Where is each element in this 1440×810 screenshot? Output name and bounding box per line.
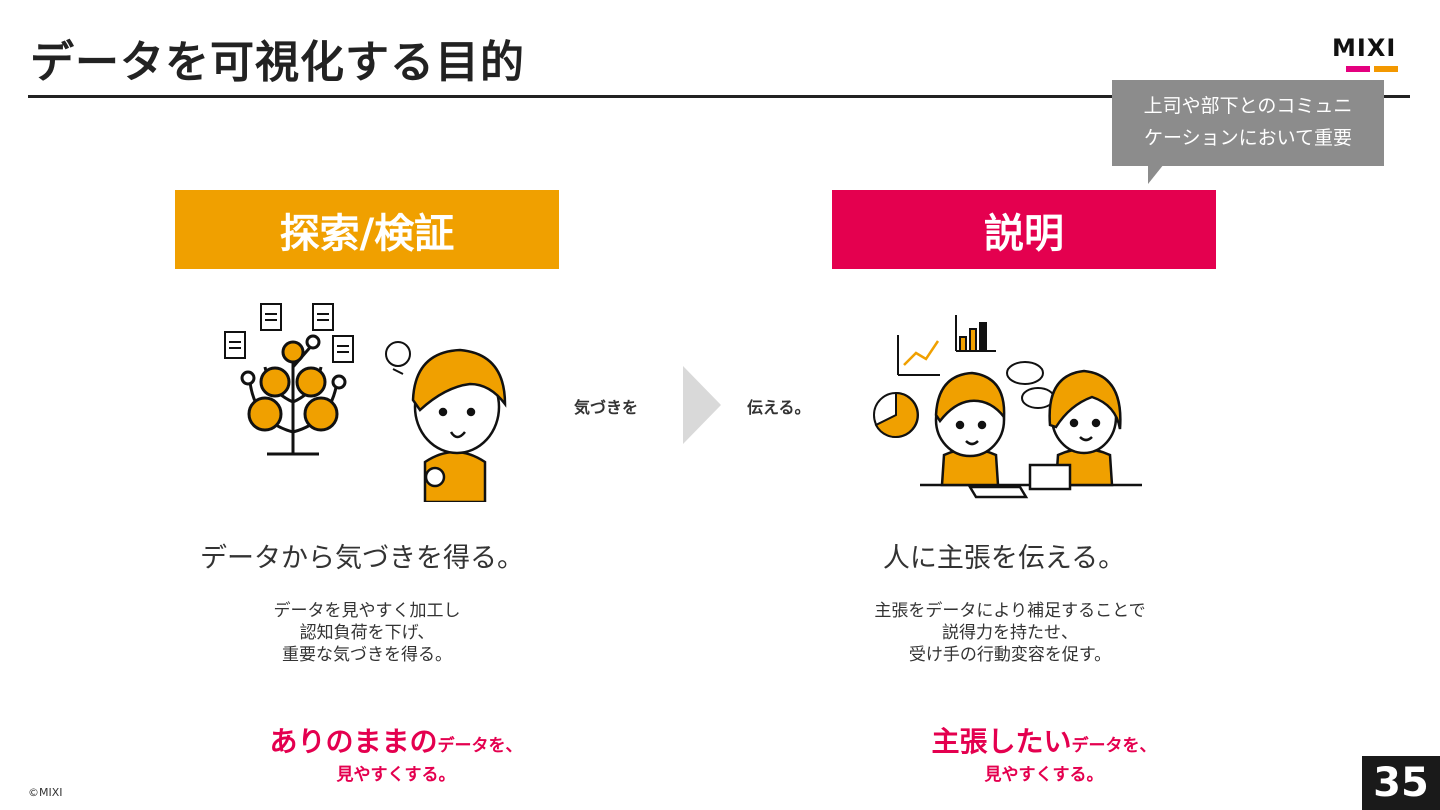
banner-explain: 説明 — [832, 190, 1216, 269]
banner-explore: 探索/検証 — [175, 190, 559, 269]
explain-emph-big: 主張したい — [931, 725, 1072, 758]
explain-desc-line: 受け手の行動変容を促す。 — [908, 645, 1112, 665]
explain-illustration — [873, 315, 1142, 499]
explore-emph-big: ありのままの — [269, 725, 438, 758]
chevron-right-icon — [683, 366, 721, 444]
bar-chart-icon — [955, 315, 996, 352]
page-number-text: 35 — [1373, 760, 1429, 806]
explore-emphasis: ありのままのデータを、 見やすくする。 — [116, 720, 676, 785]
explain-heading: 人に主張を伝える。 — [882, 543, 1126, 574]
speech-bubble-icon — [1006, 361, 1055, 409]
page-title: データを可視化する目的 — [30, 37, 525, 88]
callout-line-2: ケーションにおいて重要 — [1143, 127, 1353, 149]
explain-desc-line: 主張をデータにより補足することで — [874, 601, 1146, 621]
banner-explore-label: 探索/検証 — [279, 210, 455, 257]
explain-description: 主張をデータにより補足することで 説得力を持たせ、 受け手の行動変容を促す。 — [730, 600, 1290, 666]
mixi-logo: MIXI — [1332, 36, 1412, 76]
person-thinking-icon — [411, 348, 507, 502]
lightbulb-icon — [385, 341, 411, 375]
explore-description: データを見やすく加工し 認知負荷を下げ、 重要な気づきを得る。 — [87, 600, 647, 666]
document-icon — [224, 303, 354, 363]
explain-emph-line2: 見やすくする。 — [984, 765, 1104, 785]
flow-to-label: 伝える。 — [747, 398, 811, 417]
explore-emph-line2: 見やすくする。 — [336, 765, 456, 785]
callout-tail — [1148, 164, 1164, 184]
logo-bar-orange — [1374, 66, 1398, 72]
explore-desc-line: 認知負荷を下げ、 — [299, 623, 435, 643]
pie-chart-icon — [873, 391, 919, 438]
title-underline — [28, 95, 1410, 98]
explore-desc-line: 重要な気づきを得る。 — [282, 645, 452, 665]
explore-emph-small: データを、 — [437, 736, 523, 756]
tree-icon — [240, 334, 347, 456]
flow-from-label: 気づきを — [574, 398, 639, 417]
logo-text: MIXI — [1332, 34, 1397, 62]
banner-explain-label: 説明 — [984, 210, 1064, 257]
callout-box: 上司や部下とのコミュニ ケーションにおいて重要 — [1112, 80, 1384, 166]
explain-emph-small: データを、 — [1071, 736, 1157, 756]
callout-line-1: 上司や部下とのコミュニ — [1143, 95, 1353, 117]
line-chart-icon — [897, 335, 940, 376]
explore-heading: データから気づきを得る。 — [200, 543, 524, 574]
copyright: ©MIXI — [28, 786, 63, 799]
explore-illustration — [224, 303, 507, 502]
explain-desc-line: 説得力を持たせ、 — [942, 623, 1078, 643]
explore-desc-line: データを見やすく加工し — [273, 601, 461, 621]
people-meeting-icon — [920, 369, 1142, 499]
page-number: 35 — [1362, 756, 1440, 810]
logo-bar-pink — [1346, 66, 1370, 72]
explain-emphasis: 主張したいデータを、 見やすくする。 — [764, 720, 1324, 785]
